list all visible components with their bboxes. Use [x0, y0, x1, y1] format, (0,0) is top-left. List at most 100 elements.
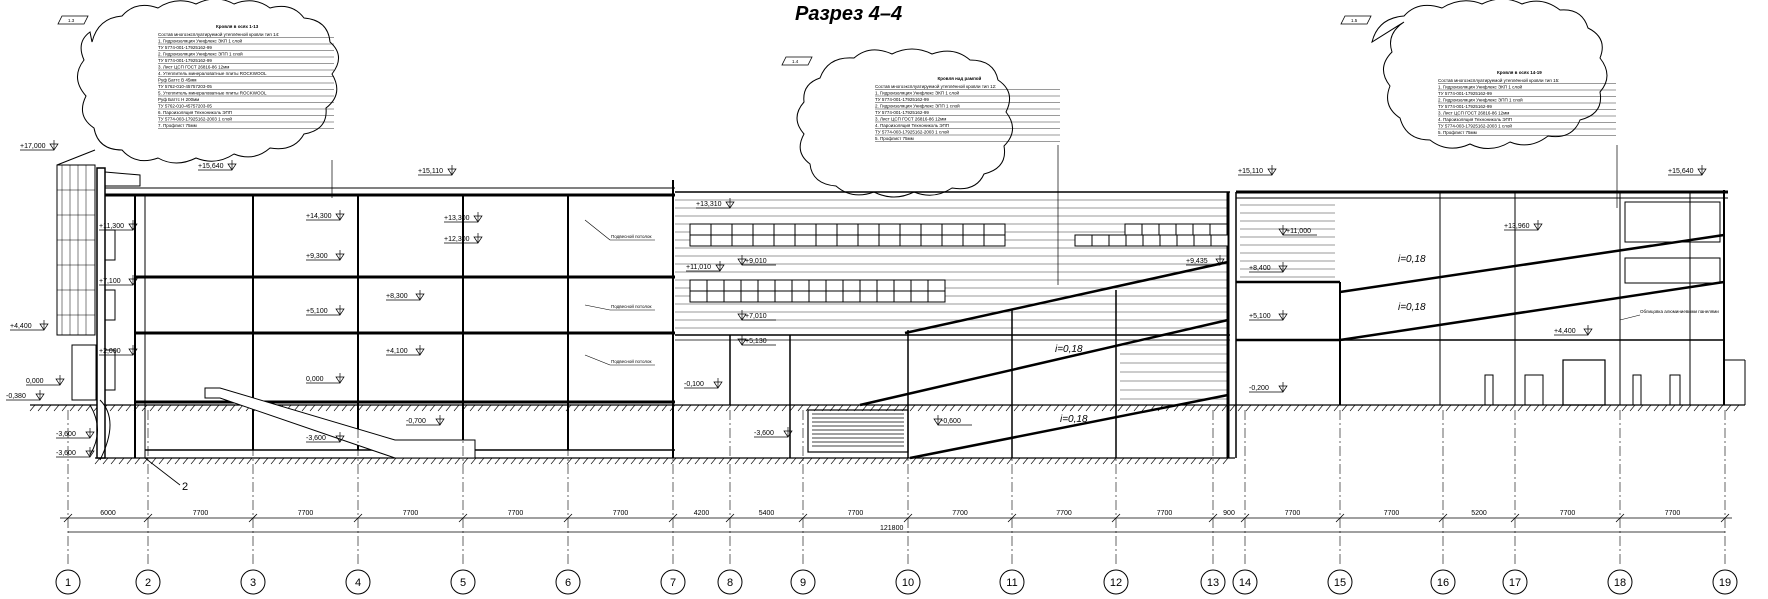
- slope-2: i=0,18: [1060, 414, 1088, 425]
- axis-bubble: [1502, 569, 1528, 595]
- cloud-spec-line: 4. Пароизоляция Технониколь ЭПП: [875, 123, 949, 128]
- elevation-marker: +11,300: [99, 220, 138, 231]
- elevation-marker: +15,640: [1668, 165, 1707, 176]
- elevation-value: +11,300: [99, 223, 124, 230]
- elevation-value: -0,200: [1249, 385, 1269, 392]
- axis-bubble: [450, 569, 476, 595]
- cloud-spec-line: ТУ 5774-001-17925162-99: [875, 97, 929, 102]
- axis-bubble: [717, 569, 743, 595]
- cloud-spec-line: ТУ 5774-001-17925162-99: [158, 45, 212, 50]
- cloud-spec-line: 2. Гидроизоляция Унифлекс ЭПП 1 слой: [875, 103, 960, 109]
- elevation-marker: -0,600: [933, 415, 972, 426]
- elevation-value: 0,000: [306, 376, 324, 383]
- elevation-marker: +8,300: [386, 290, 425, 301]
- elevation-marker: +4,400: [10, 320, 49, 331]
- cloud-spec-line: 1. Гидроизоляция Унифлекс ЭКП 1 слой: [875, 90, 960, 96]
- elevation-marker: +4,400: [1554, 325, 1593, 336]
- axis-bubble: [1327, 569, 1353, 595]
- axis-bubble: [1200, 569, 1226, 595]
- cloud-spec-line: ТУ 5774-001-17925162-99: [158, 58, 212, 63]
- axis-label: 19: [1719, 577, 1731, 589]
- elevation-marker: +15,640: [198, 160, 237, 171]
- elevation-value: +15,640: [198, 163, 224, 170]
- axis-bubble: [895, 569, 921, 595]
- elevation-marker: +13,960: [1504, 220, 1543, 231]
- elevation-marker: -3,600: [306, 432, 345, 443]
- span-dimension: 7700: [1665, 510, 1681, 517]
- elevation-marker: +9,300: [306, 250, 345, 261]
- elevation-value: +8,300: [386, 293, 408, 300]
- axis-label: 9: [800, 577, 806, 589]
- elevation-marker: +8,400: [1249, 262, 1288, 273]
- axis-label: 1: [65, 577, 71, 589]
- cloud-spec-line: 3. Лист ЦСП ГОСТ 26816-86 12мм: [158, 65, 229, 70]
- elevation-value: +5,100: [1249, 313, 1271, 320]
- elevation-marker: +7,010: [737, 310, 776, 321]
- axis-label: 6: [565, 577, 571, 589]
- cloud-spec-line: ТУ 5762-010-45757203-05: [158, 104, 212, 109]
- cloud-tags: [57, 15, 1372, 66]
- cloud-spec-line: ТУ 5774-003-17925162-2003 1 слой: [158, 116, 232, 122]
- right-siding: [1240, 204, 1335, 278]
- elevation-value: +4,400: [10, 323, 32, 330]
- elevation-value: -0,100: [684, 381, 704, 388]
- axis-label: 2: [145, 577, 151, 589]
- span-dimension: 7700: [1157, 510, 1173, 517]
- span-dimension: 7700: [403, 510, 419, 517]
- cloud-spec-line: Руф Баттс В 45мм: [158, 78, 197, 83]
- middle-windows: [689, 223, 1229, 303]
- cloud-spec-line: 3. Лист ЦСП ГОСТ 26816-86 12мм: [875, 117, 946, 122]
- elevation-marker: +5,100: [1249, 310, 1288, 321]
- axis-label: 10: [902, 577, 914, 589]
- cloud-heading: Кровля над рампой: [938, 75, 982, 81]
- cloud-spec-line: Руф Баттс Н 200мм: [158, 97, 199, 102]
- elevation-value: -3,600: [754, 430, 774, 437]
- ceiling-label-3: Подвесной потолок: [611, 358, 652, 364]
- elevation-marker: +4,100: [386, 345, 425, 356]
- elevation-marker: +14,300: [306, 210, 345, 221]
- elevation-value: +7,010: [745, 313, 767, 320]
- cloud-spec-line: Состав многоэксплуатируемой утеплённой к…: [1438, 77, 1559, 83]
- elevation-value: 0,000: [26, 378, 44, 385]
- axis-bubble: [555, 569, 581, 595]
- revision-cloud-right: [1371, 0, 1608, 149]
- elevation-value: +11,010: [686, 264, 711, 271]
- elevation-value: +13,300: [444, 215, 470, 222]
- cloud-spec-line: 6. Пароизоляция Технониколь ЭПП: [158, 110, 232, 115]
- axis-bubble: [790, 569, 816, 595]
- axis-bubble: [240, 569, 266, 595]
- axis-bubble: [1103, 569, 1129, 595]
- elevation-value: -0,700: [406, 418, 426, 425]
- axis-label: 18: [1614, 577, 1626, 589]
- elevation-value: -3,600: [56, 450, 76, 457]
- axis-bubble: [1712, 569, 1738, 595]
- left-notes: [584, 219, 655, 366]
- elevation-marker: +9,010: [737, 255, 776, 266]
- cloud-heading: Кровля в осях 1-13: [216, 24, 259, 29]
- axis-label: 3: [250, 577, 256, 589]
- elevation-marker: +13,300: [444, 212, 483, 223]
- elevation-value: +2,000: [99, 348, 121, 355]
- cloud-spec-line: 1. Гидроизоляция Унифлекс ЭКП 1 слой: [1438, 84, 1523, 90]
- elevation-value: -0,380: [6, 393, 26, 400]
- elevation-marker: -0,700: [406, 415, 445, 426]
- elevation-marker: -0,100: [684, 378, 723, 389]
- elevation-value: +15,110: [1238, 168, 1263, 175]
- drawing-title: Разрез 4–4: [795, 3, 902, 25]
- cloud-spec-line: ТУ 5774-003-17925162-2003 1 слой: [875, 129, 949, 135]
- slope-4: i=0,18: [1398, 302, 1426, 313]
- elevation-marker: +13,310: [696, 198, 735, 209]
- axis-bubble: [660, 569, 686, 595]
- elevation-value: +7,100: [99, 278, 121, 285]
- elevation-marker: +15,110: [1238, 165, 1277, 176]
- ground-line: [30, 404, 1745, 459]
- elevation-value: +8,400: [1249, 265, 1271, 272]
- span-dimension: 7700: [1384, 510, 1400, 517]
- elevation-marker: +7,100: [99, 275, 138, 286]
- elevation-marker: +11,000: [1278, 225, 1317, 236]
- elevation-marker: +5,100: [306, 305, 345, 316]
- span-dimension: 7700: [1285, 510, 1301, 517]
